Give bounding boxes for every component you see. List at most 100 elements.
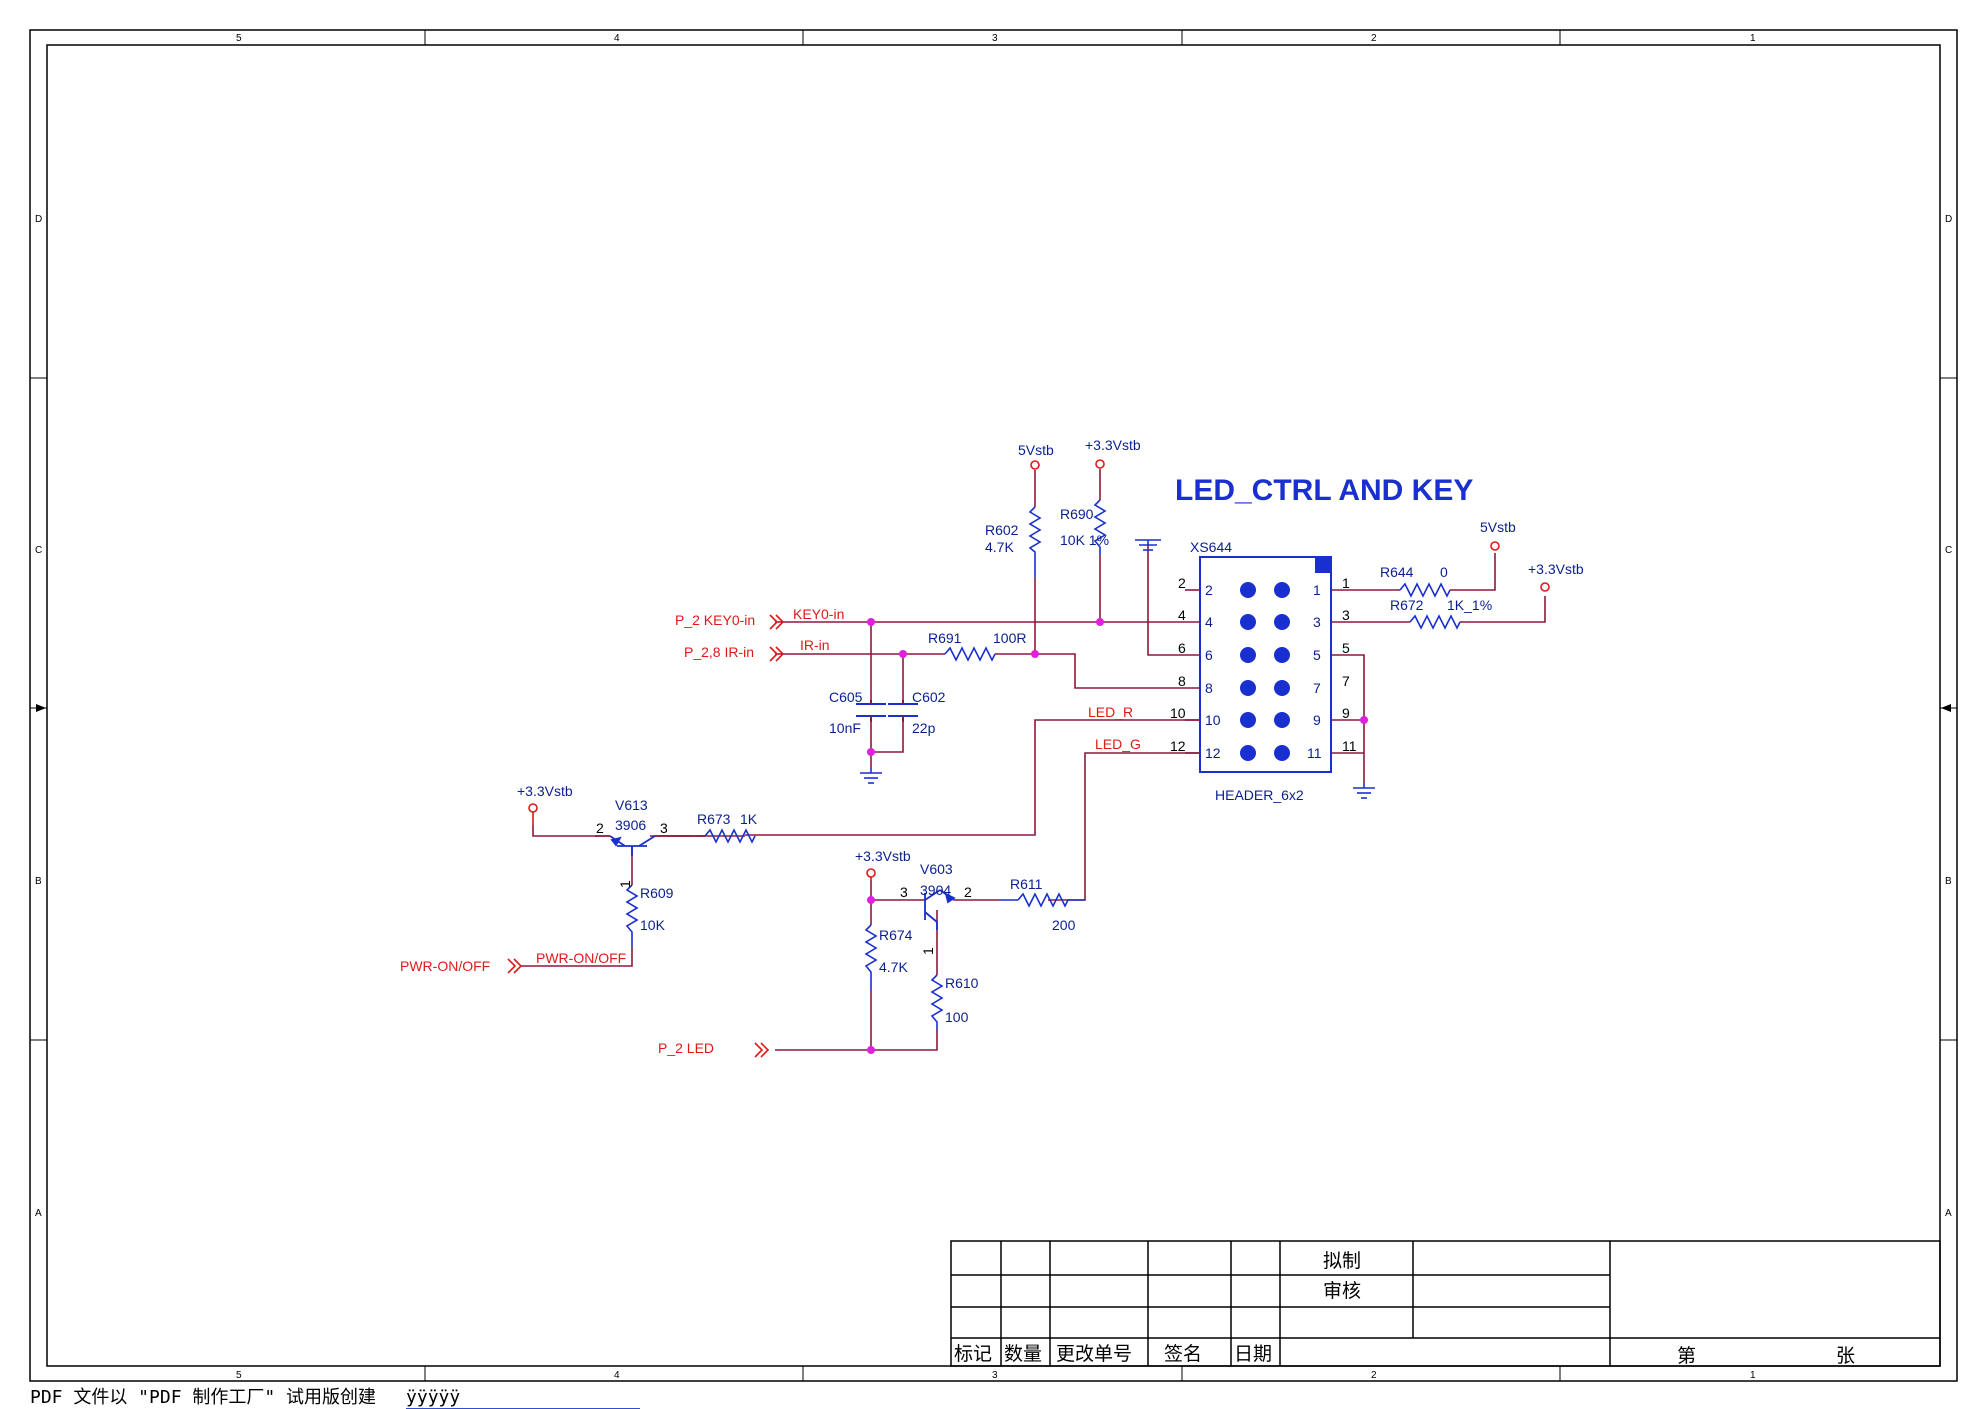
pin-outer-9: 9 <box>1342 705 1350 721</box>
header-pads <box>1240 582 1290 761</box>
r674-ref: R674 <box>879 927 913 943</box>
r690-body <box>1093 499 1107 555</box>
junctions <box>867 618 1368 1054</box>
r609-value: 10K <box>640 917 666 933</box>
net-pwr-on-off: PWR-ON/OFF <box>536 950 626 966</box>
header-inner-right-pins: 1 3 5 7 9 11 <box>1307 582 1322 761</box>
rail-5vstb-r644: 5Vstb <box>1480 519 1516 535</box>
r691-value: 100R <box>993 630 1026 646</box>
transistor-v603 <box>924 889 956 930</box>
port-ir-external: P_2,8 IR-in <box>684 644 754 660</box>
pin-outer-2: 2 <box>1178 575 1186 591</box>
port-key0-external: P_2 KEY0-in <box>675 612 755 628</box>
pin-inner-12: 12 <box>1205 745 1221 761</box>
footer-link[interactable]: ÿÿÿÿÿ <box>406 1387 641 1409</box>
center-arrow-left <box>36 704 46 712</box>
r602-ref: R602 <box>985 522 1019 538</box>
outer-border <box>29 29 1958 1382</box>
title-block-grid <box>950 1240 1941 1367</box>
pin-outer-8: 8 <box>1178 673 1186 689</box>
header-xs644-body <box>1199 556 1332 773</box>
zone-left-a: A <box>35 1208 42 1219</box>
zone-top-2: 2 <box>1371 33 1377 44</box>
r674-body <box>864 924 878 990</box>
zone-bottom-3: 3 <box>992 1370 998 1381</box>
pin-outer-5: 5 <box>1342 640 1350 656</box>
zone-right-a: A <box>1945 1208 1952 1219</box>
pin-inner-10: 10 <box>1205 712 1221 728</box>
header-ref: XS644 <box>1190 539 1232 555</box>
zone-bottom-1: 1 <box>1750 1370 1756 1381</box>
rail-5vstb-r602: 5Vstb <box>1018 442 1054 458</box>
pin-outer-4: 4 <box>1178 607 1186 623</box>
v613-value: 3906 <box>615 817 646 833</box>
r609-ref: R609 <box>640 885 674 901</box>
r691-ref: R691 <box>928 630 962 646</box>
port-pwr-external: PWR-ON/OFF <box>400 958 490 974</box>
r673-body <box>704 828 756 844</box>
pin-outer-12: 12 <box>1170 738 1186 754</box>
zone-right-c: C <box>1945 545 1952 556</box>
pin-inner-2: 2 <box>1205 582 1213 598</box>
net-ir-in: IR-in <box>800 637 830 653</box>
transistor-v613 <box>595 835 705 856</box>
r602-value: 4.7K <box>985 539 1014 555</box>
schematic-title: LED_CTRL AND KEY <box>1175 474 1473 507</box>
pin-inner-5: 5 <box>1313 647 1321 663</box>
header-pin-stubs <box>1185 589 1200 754</box>
v613-pin-e: 1 <box>617 880 633 888</box>
zone-labels: 5 4 3 2 1 5 4 3 2 1 D C B A D C B A <box>35 33 1952 1381</box>
zone-left-c: C <box>35 545 42 556</box>
zone-bottom-4: 4 <box>614 1370 620 1381</box>
header-outer-left-pins: 2 4 6 8 10 12 <box>1170 575 1186 754</box>
pin-inner-8: 8 <box>1205 680 1213 696</box>
pin-outer-3: 3 <box>1342 607 1350 623</box>
r611-body <box>1017 892 1085 908</box>
zone-bottom-5: 5 <box>236 1370 242 1381</box>
v603-ref: V603 <box>920 861 953 877</box>
header-value: HEADER_6x2 <box>1215 787 1304 803</box>
rail-symbols <box>528 459 1550 880</box>
pin-inner-7: 7 <box>1313 680 1321 696</box>
header-inner-left-pins: 2 4 6 8 10 12 <box>1205 582 1221 761</box>
title-block-qty: 数量 <box>1004 1343 1042 1365</box>
net-led-g: LED_G <box>1095 736 1141 752</box>
pin-outer-11: 11 <box>1342 738 1357 754</box>
r672-ref: R672 <box>1390 597 1424 613</box>
pin-inner-3: 3 <box>1313 614 1321 630</box>
r691-body <box>944 646 996 662</box>
header-outer-right-pins: 1 3 5 7 9 11 <box>1342 575 1357 754</box>
pin-inner-6: 6 <box>1205 647 1213 663</box>
pin-inner-1: 1 <box>1313 582 1321 598</box>
r674-value: 4.7K <box>879 959 908 975</box>
r644-body <box>1399 582 1451 598</box>
c602-value: 22p <box>912 720 936 736</box>
zone-right-d: D <box>1945 214 1952 225</box>
zone-bottom-2: 2 <box>1371 1370 1377 1381</box>
v603-pin-c: 3 <box>900 884 908 900</box>
net-led-r: LED_R <box>1088 704 1133 720</box>
r690-value: 10K 1% <box>1060 532 1109 548</box>
rail-3v3-v613: +3.3Vstb <box>517 783 573 799</box>
zone-top-4: 4 <box>614 33 620 44</box>
rail-3v3-r690: +3.3Vstb <box>1085 437 1141 453</box>
rail-3v3-r672: +3.3Vstb <box>1528 561 1584 577</box>
rail-3v3-v603: +3.3Vstb <box>855 848 911 864</box>
title-block-draft: 拟制 <box>1323 1250 1361 1272</box>
pin-outer-10: 10 <box>1170 705 1186 721</box>
r690-ref: R690 <box>1060 506 1094 522</box>
pin-inner-4: 4 <box>1205 614 1213 630</box>
title-block-sheet: 第 <box>1677 1345 1696 1367</box>
r610-value: 100 <box>945 1009 969 1025</box>
c605-value: 10nF <box>829 720 861 736</box>
r611-value: 200 <box>1052 917 1076 933</box>
net-key0-in: KEY0-in <box>793 606 844 622</box>
v613-pin-c: 3 <box>660 820 668 836</box>
r610-ref: R610 <box>945 975 979 991</box>
header-pin1-marker <box>1315 557 1331 573</box>
v613-pin-b: 2 <box>596 820 604 836</box>
zone-top-5: 5 <box>236 33 242 44</box>
v603-pin-e: 1 <box>920 947 936 955</box>
